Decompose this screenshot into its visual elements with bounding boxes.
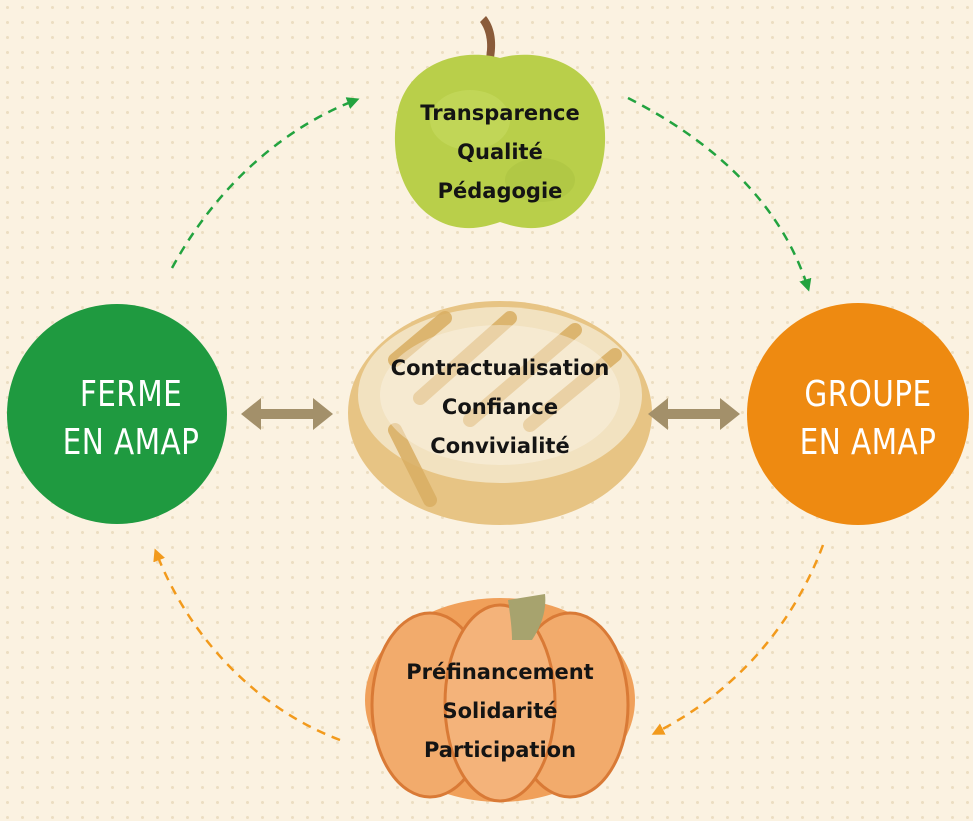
arrow-group-to-pumpkin <box>651 544 825 735</box>
apple-value-2: Qualité <box>457 140 543 164</box>
pumpkin-values: Préfinancement Solidarité Participation <box>370 653 630 770</box>
group-label: GROUPE EN AMAP <box>778 371 958 467</box>
bread-value-3: Convivialité <box>430 434 570 458</box>
arrow-pumpkin-to-farm <box>153 548 341 742</box>
apple-stem <box>480 16 496 58</box>
bread-value-1: Contractualisation <box>390 356 610 380</box>
apple-value-3: Pédagogie <box>437 179 563 203</box>
pumpkin-body <box>365 598 635 803</box>
bread-values: Contractualisation Confiance Convivialit… <box>340 349 660 466</box>
pumpkin-value-3: Participation <box>423 738 577 762</box>
farm-label-line1: FERME <box>79 374 183 415</box>
pumpkin-value-1: Préfinancement <box>406 660 594 684</box>
arrow-farm-to-apple <box>170 97 360 269</box>
double-arrow-left <box>241 398 333 430</box>
group-circle <box>747 303 969 525</box>
apple-value-1: Transparence <box>420 101 580 125</box>
apple-values: Transparence Qualité Pédagogie <box>380 94 620 211</box>
bread-illustration <box>348 301 652 525</box>
farm-circle <box>7 304 227 524</box>
double-arrow-right <box>648 398 740 430</box>
pumpkin-value-2: Solidarité <box>442 699 558 723</box>
group-label-line1: GROUPE <box>804 374 932 415</box>
apple-illustration <box>394 16 606 229</box>
farm-label: FERME EN AMAP <box>41 371 221 467</box>
arrow-apple-to-group <box>627 96 812 292</box>
group-label-line2: EN AMAP <box>799 422 937 463</box>
pumpkin-stem <box>508 594 546 640</box>
pumpkin-illustration <box>365 594 635 803</box>
farm-label-line2: EN AMAP <box>62 422 200 463</box>
bread-value-2: Confiance <box>441 395 559 419</box>
